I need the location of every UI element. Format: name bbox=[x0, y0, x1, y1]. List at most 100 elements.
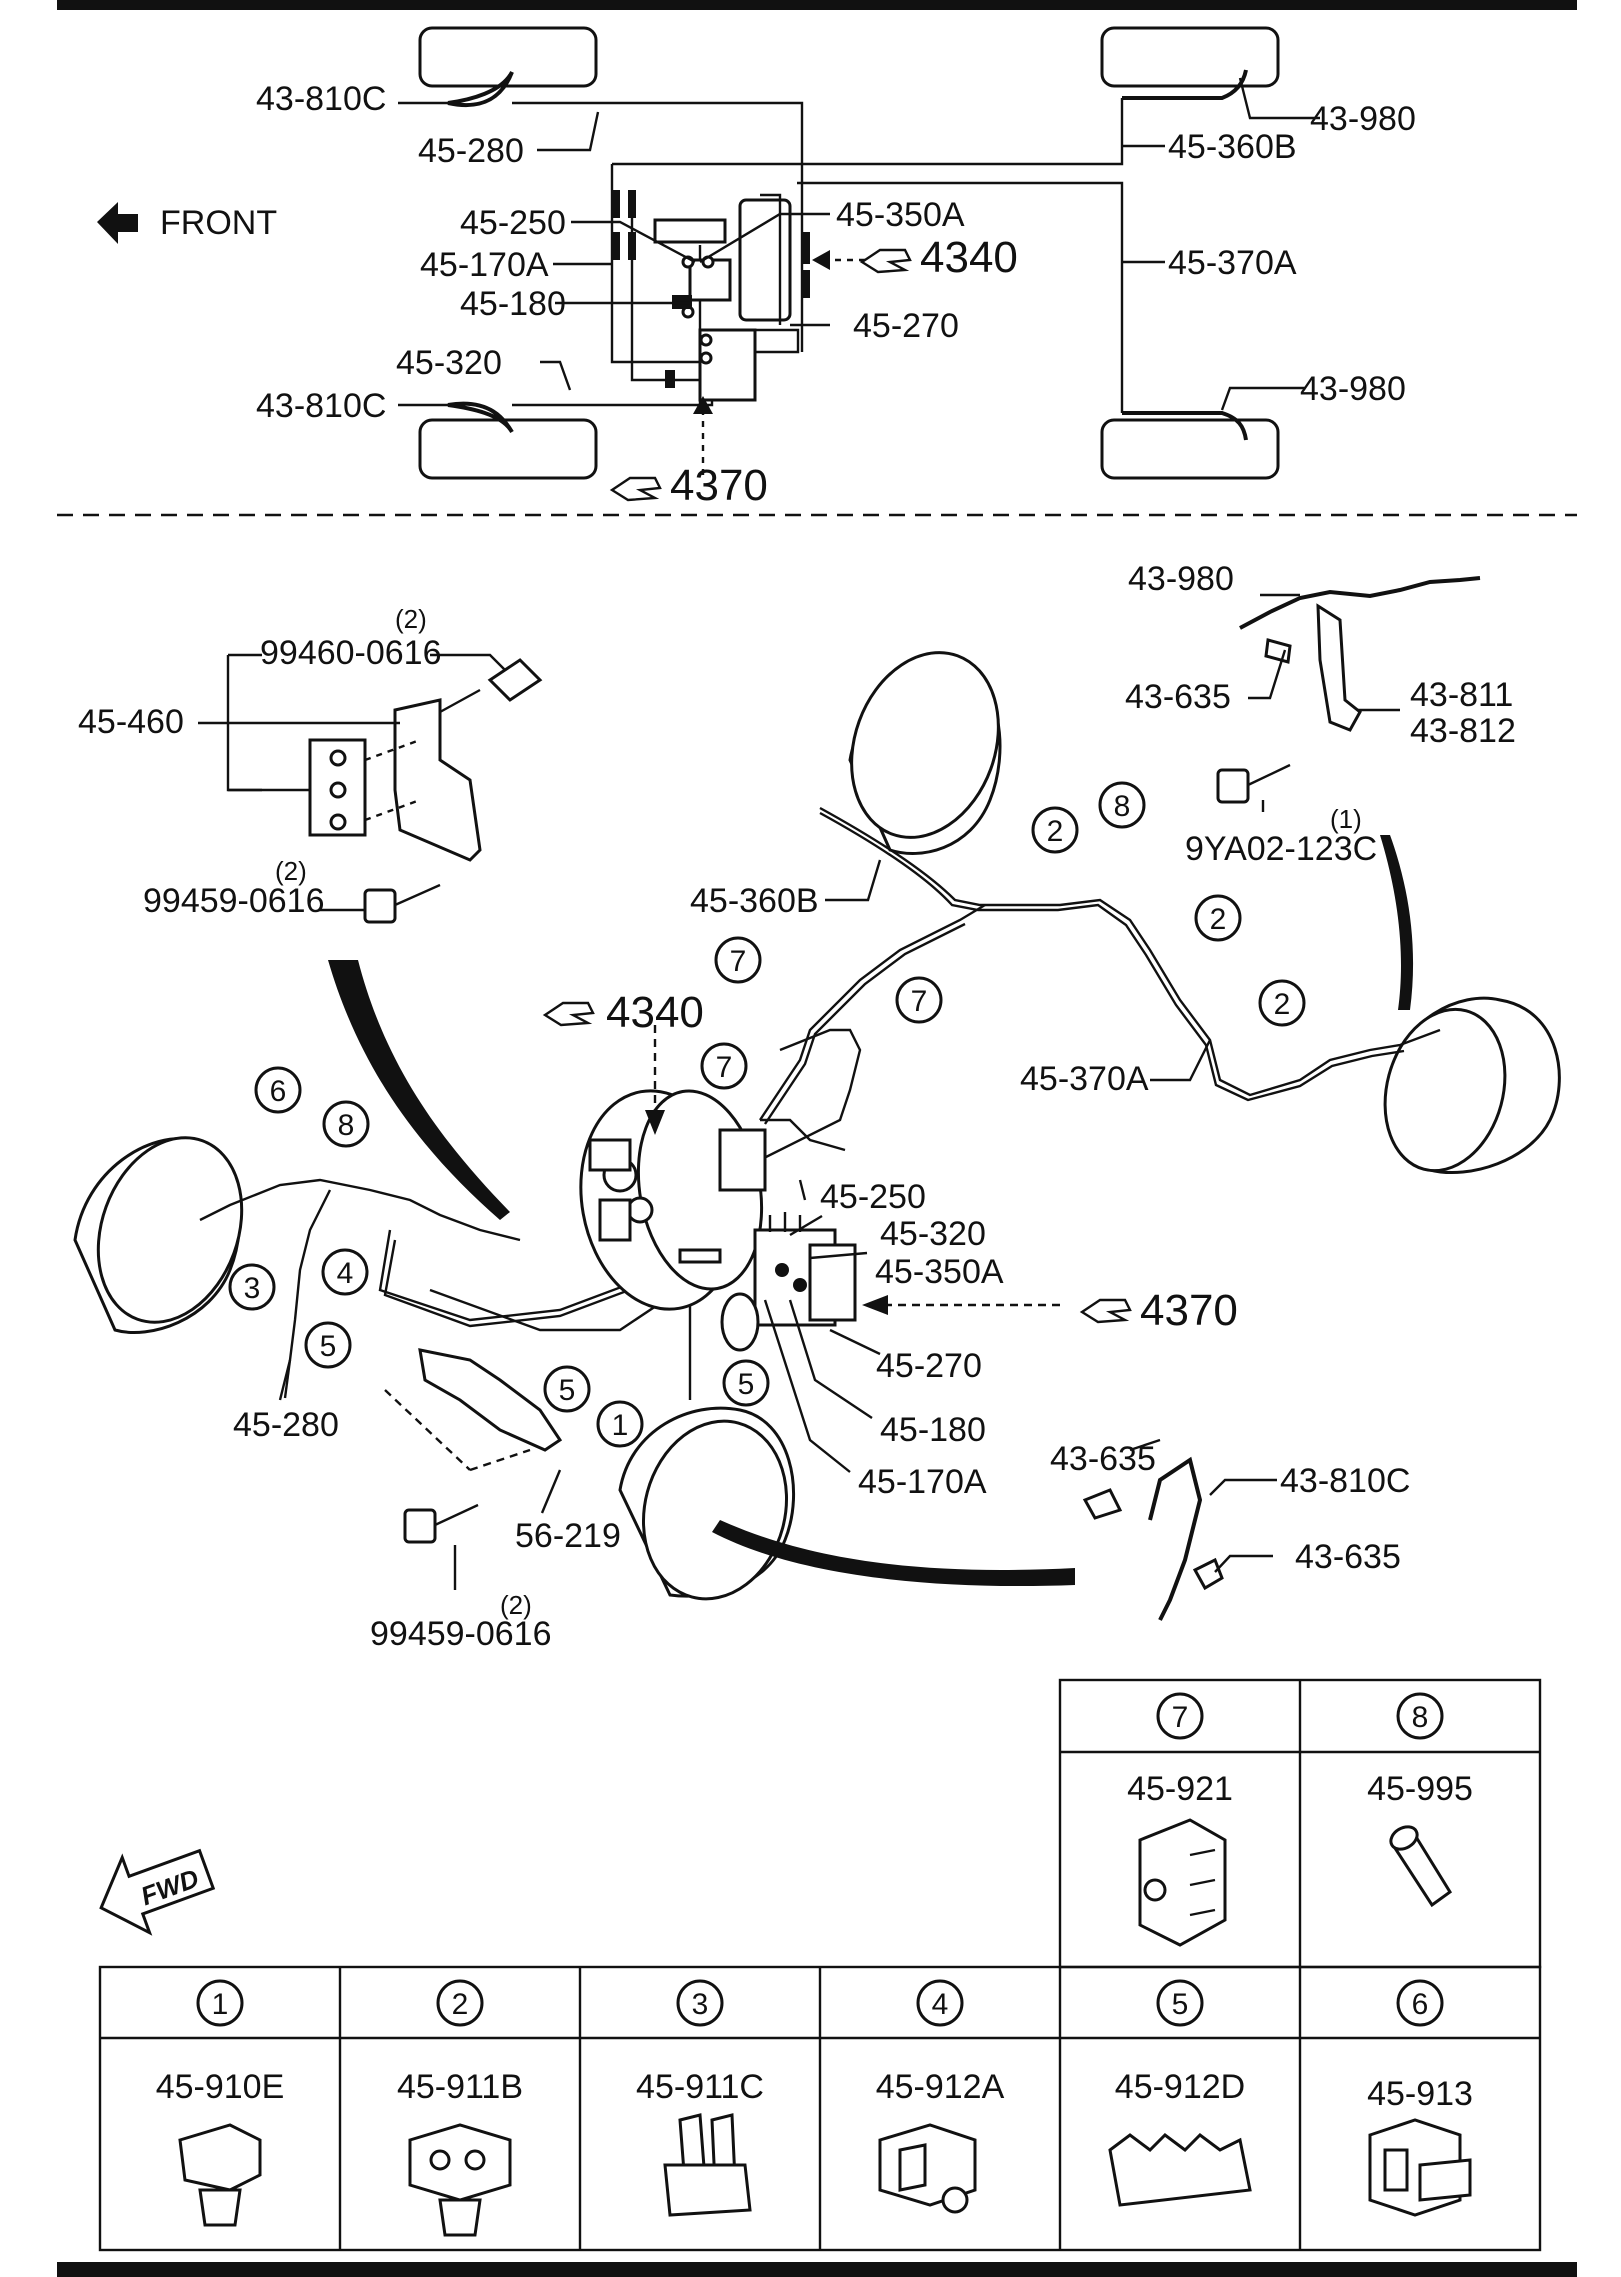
svg-text:45-911C: 45-911C bbox=[636, 2068, 764, 2106]
callout: 7 bbox=[911, 985, 928, 1018]
wheel-front-right bbox=[418, 418, 598, 480]
wheel-rear-left-detail bbox=[848, 651, 1002, 855]
detail-label-43-635-mid: 43-635 bbox=[1050, 1440, 1156, 1478]
detail-label-43-635-bottom: 43-635 bbox=[1295, 1538, 1401, 1576]
legend-cell-1: 1 45-910E bbox=[156, 1979, 285, 2227]
svg-text:45-913: 45-913 bbox=[1367, 2075, 1473, 2113]
detail-label-45-350A: 45-350A bbox=[875, 1253, 1004, 1291]
legend-cell-6: 6 45-913 bbox=[1367, 1979, 1473, 2217]
legend-top-table: 7 8 45-921 45-995 bbox=[1058, 1678, 1542, 1969]
overview-label-43-980-bottom: 43-980 bbox=[1300, 370, 1406, 408]
qty-label: (1) bbox=[1330, 804, 1362, 834]
qty-label: (2) bbox=[395, 604, 427, 634]
clip-45-911C-icon bbox=[663, 2113, 752, 2217]
overview-label-45-170A: 45-170A bbox=[420, 246, 549, 284]
detail-label-45-250: 45-250 bbox=[820, 1178, 926, 1216]
fwd-arrow-icon: FWD bbox=[99, 1848, 216, 1936]
svg-text:45-911B: 45-911B bbox=[397, 2068, 523, 2106]
detail-label-43-635-top: 43-635 bbox=[1125, 678, 1231, 716]
overview-label-43-980-top: 43-980 bbox=[1310, 100, 1416, 138]
wheel-rear-left bbox=[1100, 26, 1280, 88]
svg-text:1: 1 bbox=[212, 1988, 229, 2021]
overview-schematic: FRONT 43-810C 45-280 45-250 45-170A 45-1… bbox=[97, 26, 1416, 510]
detail-label-45-280: 45-280 bbox=[233, 1406, 339, 1444]
hand-pointer-icon bbox=[542, 1001, 595, 1027]
detail-label-45-370A: 45-370A bbox=[1020, 1060, 1149, 1098]
clip-45-912A-icon bbox=[878, 2123, 977, 2214]
detail-label-45-180: 45-180 bbox=[880, 1411, 986, 1449]
detail-label-43-810C: 43-810C bbox=[1280, 1462, 1410, 1500]
callout: 5 bbox=[738, 1368, 755, 1401]
detail-label-43-812: 43-812 bbox=[1410, 712, 1516, 750]
overview-label-45-180: 45-180 bbox=[460, 285, 566, 323]
detail-label-99459-0616-bottom: 99459-0616 bbox=[370, 1615, 552, 1653]
callout: 7 bbox=[716, 1051, 733, 1084]
callout: 2 bbox=[1210, 903, 1227, 936]
callout: 2 bbox=[1047, 815, 1064, 848]
overview-label-45-270: 45-270 bbox=[853, 307, 959, 345]
svg-text:6: 6 bbox=[1412, 1988, 1429, 2021]
callout: 5 bbox=[320, 1330, 337, 1363]
detail-ref-4340: 4340 bbox=[606, 988, 704, 1037]
hand-pointer-icon bbox=[1079, 1298, 1132, 1324]
bolt-99459-bottom bbox=[403, 1503, 479, 1544]
wheel-front-left-detail bbox=[73, 1136, 244, 1334]
hand-pointer-icon bbox=[609, 476, 662, 502]
svg-text:45-912D: 45-912D bbox=[1115, 2068, 1245, 2106]
detail-label-45-360B: 45-360B bbox=[690, 882, 819, 920]
svg-text:5: 5 bbox=[1172, 1988, 1189, 2021]
front-brake-hose-detail bbox=[1082, 1456, 1224, 1621]
wheel-rear-right-detail bbox=[1383, 996, 1561, 1175]
detail-label-45-270: 45-270 bbox=[876, 1347, 982, 1385]
top-border-bar bbox=[57, 0, 1577, 10]
wheel-front-left bbox=[418, 26, 598, 88]
callout: 4 bbox=[337, 1257, 354, 1290]
detail-label-56-219: 56-219 bbox=[515, 1517, 621, 1555]
front-arrow-icon bbox=[97, 202, 138, 244]
clip-45-912D-icon bbox=[1108, 2133, 1252, 2207]
legend-cell-5: 5 45-912D bbox=[1108, 1979, 1252, 2207]
overview-label-45-350A: 45-350A bbox=[836, 196, 965, 234]
overview-label-43-810C-bottom: 43-810C bbox=[256, 387, 386, 425]
legend-cell-2: 2 45-911B bbox=[397, 1979, 523, 2237]
svg-text:3: 3 bbox=[692, 1988, 709, 2021]
overview-label-45-280: 45-280 bbox=[418, 132, 524, 170]
overview-label-45-250: 45-250 bbox=[460, 204, 566, 242]
front-label: FRONT bbox=[160, 204, 277, 242]
detail-label-9YA02-123C: 9YA02-123C bbox=[1185, 830, 1377, 868]
overview-ref-4340: 4340 bbox=[920, 233, 1018, 282]
hand-pointer-icon bbox=[859, 248, 912, 274]
bracket-56-219 bbox=[384, 1348, 563, 1472]
qty-label: (2) bbox=[275, 856, 307, 886]
overview-label-45-370A: 45-370A bbox=[1168, 244, 1297, 282]
bolt-9YA02 bbox=[1216, 763, 1291, 804]
detail-label-43-811: 43-811 bbox=[1410, 676, 1513, 714]
overview-ref-4370: 4370 bbox=[670, 461, 768, 510]
callout-circles: 2 8 2 7 7 7 2 6 8 3 4 5 5 5 1 bbox=[228, 781, 1306, 1448]
proportioning-valve bbox=[308, 698, 482, 862]
bolt-99459-top bbox=[363, 883, 441, 924]
callout: 3 bbox=[244, 1272, 261, 1305]
legend-cell-3: 3 45-911C bbox=[636, 1979, 764, 2217]
wheel-front-right-detail bbox=[618, 1406, 796, 1601]
clip-45-913-icon bbox=[1368, 2118, 1472, 2217]
clip-45-911B-icon bbox=[408, 2123, 512, 2237]
detail-label-43-980: 43-980 bbox=[1128, 560, 1234, 598]
svg-text:2: 2 bbox=[452, 1988, 469, 2021]
grommet-45-995-icon bbox=[1389, 1825, 1453, 1908]
detail-label-45-460: 45-460 bbox=[78, 703, 184, 741]
qty-label: (2) bbox=[500, 1590, 532, 1620]
legend-part-45-921: 45-921 bbox=[1127, 1770, 1233, 1808]
callout: 5 bbox=[559, 1374, 576, 1407]
callout: 2 bbox=[1274, 988, 1291, 1021]
bottom-border-bar bbox=[57, 2262, 1577, 2277]
svg-text:4: 4 bbox=[932, 1988, 949, 2021]
brake-booster bbox=[579, 1089, 767, 1311]
callout: 1 bbox=[612, 1409, 629, 1442]
svg-text:45-910E: 45-910E bbox=[156, 2068, 285, 2106]
overview-label-45-320: 45-320 bbox=[396, 344, 502, 382]
legend-part-45-995: 45-995 bbox=[1367, 1770, 1473, 1808]
callout: 7 bbox=[730, 945, 747, 978]
legend-cell-4: 4 45-912A bbox=[876, 1979, 1005, 2214]
detail-ref-4370: 4370 bbox=[1140, 1286, 1238, 1335]
